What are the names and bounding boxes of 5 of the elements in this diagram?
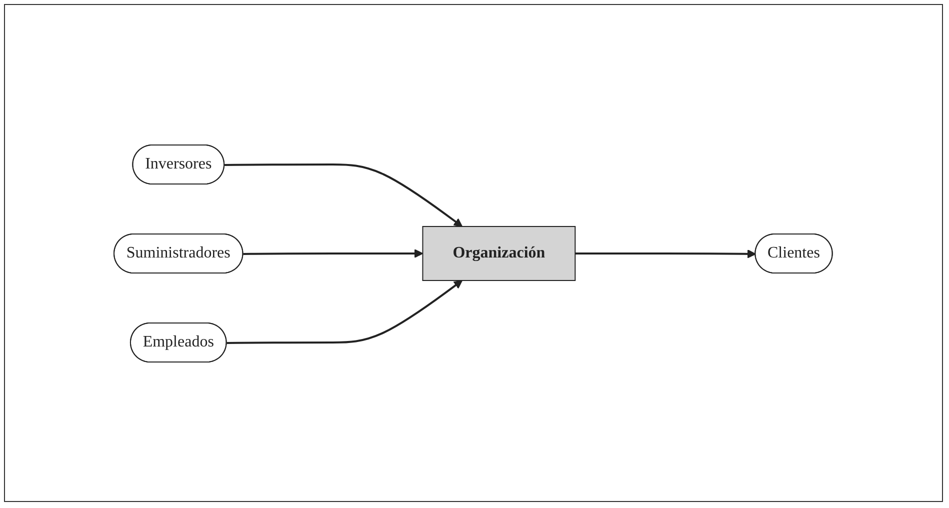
arrow [227,280,463,344]
arrow [224,163,463,226]
arrow [244,248,424,258]
arrow [575,249,756,258]
node-box: Organización [422,226,576,280]
